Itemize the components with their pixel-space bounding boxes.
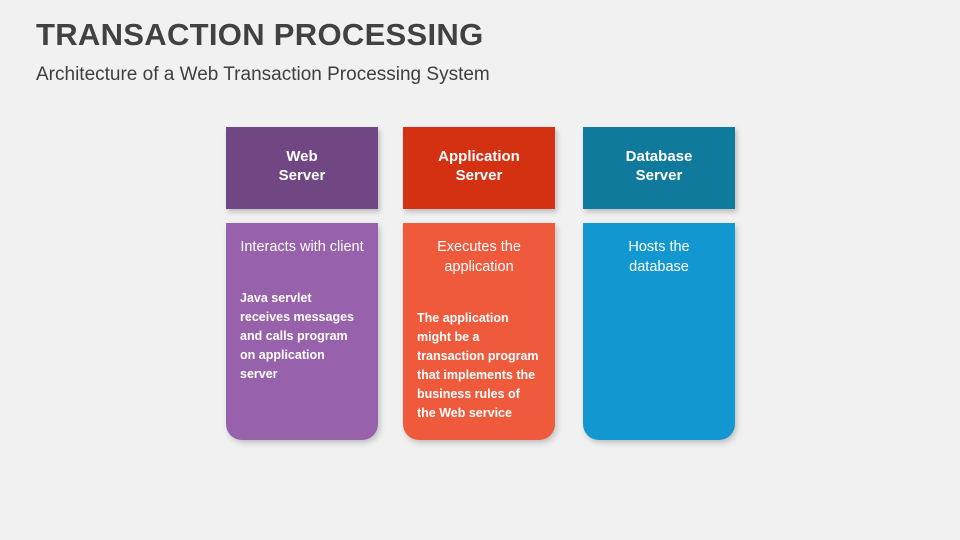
card-body-web-server[interactable]: Interacts with client Java servlet recei… [226,223,378,440]
slide-header: TRANSACTION PROCESSING Architecture of a… [36,16,916,88]
card-header-application-server[interactable]: Application Server [403,127,555,209]
card-header-line1: Web [286,148,318,165]
card-subhead-database-server: Hosts the database [628,239,690,275]
card-header-label-web-server: Web Server [279,147,326,185]
card-body-application-server[interactable]: Executes the application The application… [403,223,555,440]
card-header-label-database-server: Database Server [626,147,693,185]
card-header-line2: Server [278,167,326,184]
card-header-web-server[interactable]: Web Server [226,127,378,209]
architecture-columns: Web Server Interacts with client Java se… [226,127,746,457]
page-subtitle: Architecture of a Web Transaction Proces… [36,64,490,85]
card-header-line1: Application [438,148,520,165]
column-application-server: Application Server Executes the applicat… [403,127,555,440]
card-body-database-server[interactable]: Hosts the database [583,223,735,440]
card-header-line2: Server [635,167,683,184]
card-header-label-application-server: Application Server [438,147,520,185]
card-subhead-web-server: Interacts with client [240,239,364,255]
page-title: TRANSACTION PROCESSING [36,17,484,52]
card-header-line2: Server [455,167,503,184]
card-subhead-application-server: Executes the application [437,239,521,275]
card-text-web-server: Java servlet receives messages and calls… [240,291,354,381]
card-text-application-server: The application might be a transaction p… [417,311,539,420]
column-database-server: Database Server Hosts the database [583,127,735,440]
column-web-server: Web Server Interacts with client Java se… [226,127,378,440]
card-header-database-server[interactable]: Database Server [583,127,735,209]
card-header-line1: Database [625,148,693,165]
